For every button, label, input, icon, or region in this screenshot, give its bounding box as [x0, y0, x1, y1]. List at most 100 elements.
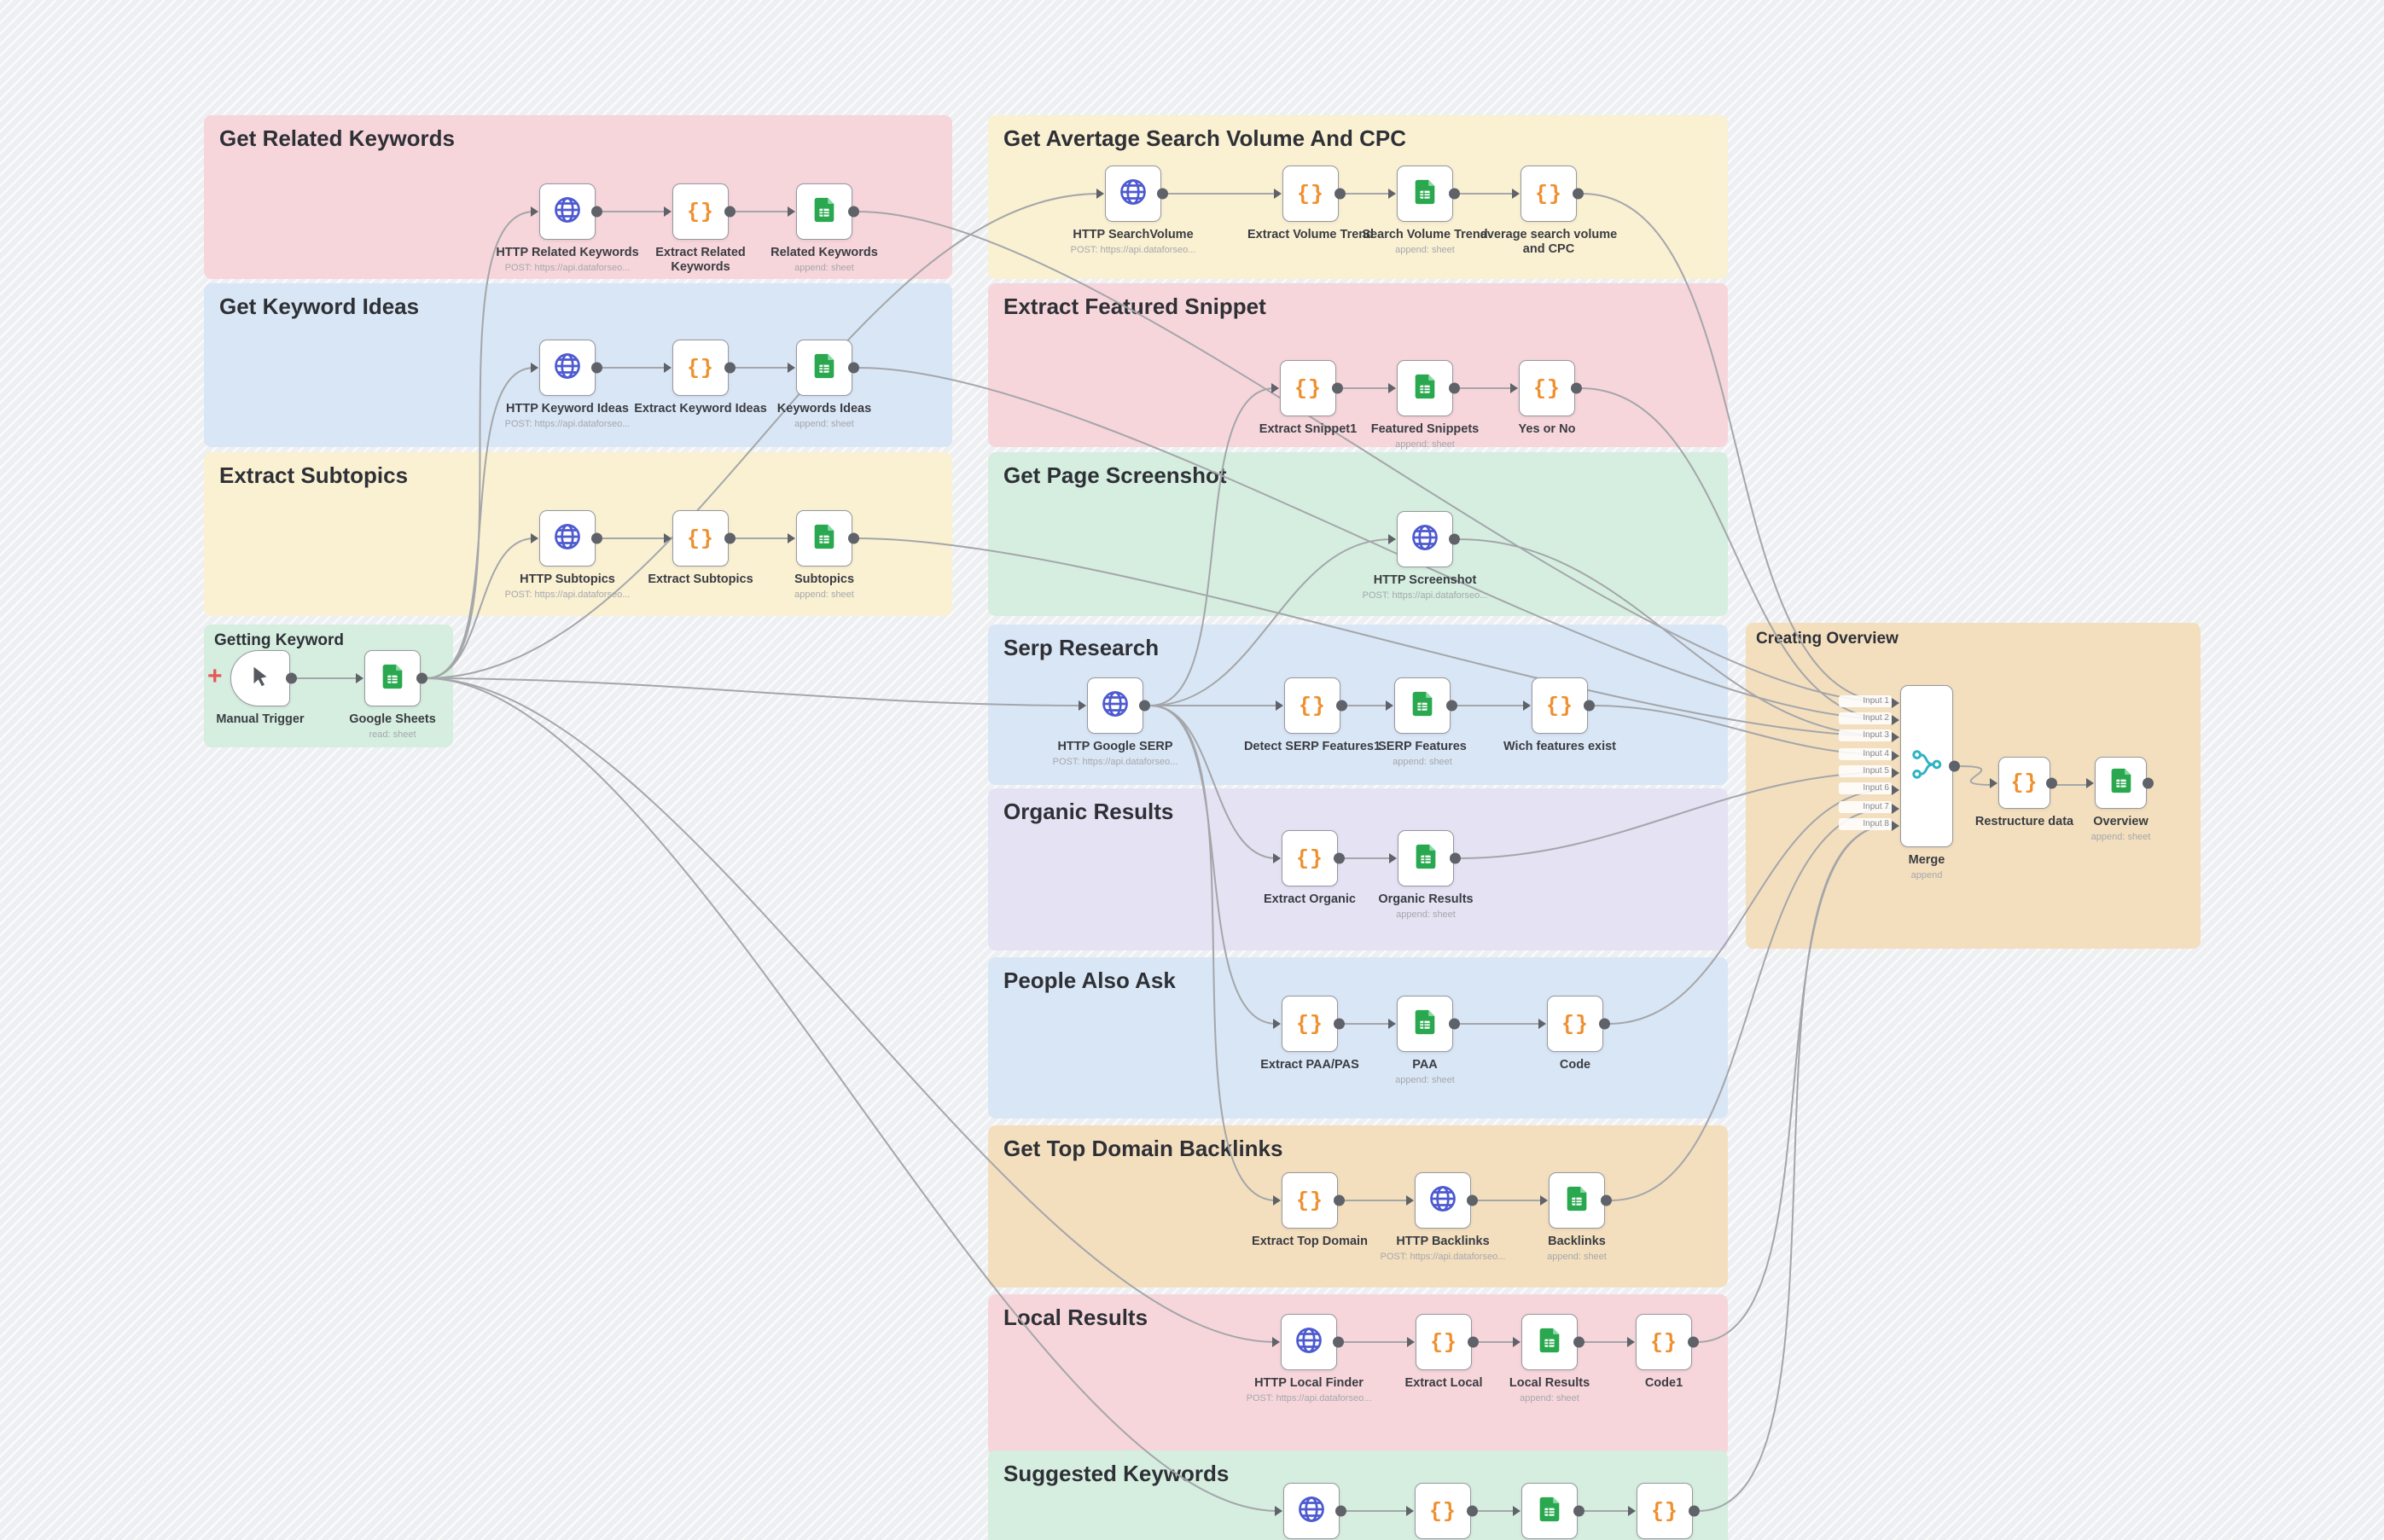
group-local-results[interactable]: Local Results: [988, 1294, 1728, 1456]
output-port[interactable]: [1467, 1505, 1478, 1517]
input-port[interactable]: [531, 533, 538, 543]
input-port[interactable]: [1523, 700, 1531, 711]
output-port[interactable]: [1689, 1505, 1700, 1517]
node-http-searchvolume[interactable]: [1096, 166, 1168, 222]
input-port[interactable]: [1388, 1019, 1396, 1029]
output-port[interactable]: [1334, 852, 1345, 864]
input-port[interactable]: [664, 363, 672, 373]
group-get-page-screenshot[interactable]: Get Page Screenshot: [988, 452, 1728, 616]
merge-input-port[interactable]: [1892, 821, 1899, 831]
output-port[interactable]: [1468, 1336, 1479, 1348]
input-port[interactable]: [1388, 534, 1396, 544]
node-average-competition[interactable]: {}: [1628, 1483, 1700, 1539]
output-port[interactable]: [1335, 1505, 1346, 1517]
output-port[interactable]: [286, 672, 297, 684]
node-google-sheets[interactable]: [356, 650, 427, 706]
input-port[interactable]: [531, 206, 538, 217]
output-port[interactable]: [724, 532, 736, 544]
node-extract-local[interactable]: {}: [1407, 1314, 1479, 1370]
node-backlinks[interactable]: [1540, 1172, 1612, 1229]
input-port[interactable]: [788, 206, 795, 217]
output-port[interactable]: [724, 362, 736, 374]
input-port[interactable]: [1079, 700, 1086, 711]
node-extract-related-keywords[interactable]: {}: [664, 183, 736, 240]
output-port[interactable]: [1450, 852, 1461, 864]
input-port[interactable]: [1273, 853, 1281, 863]
node-extract-organic[interactable]: {}: [1273, 830, 1345, 886]
group-suggested-keywords[interactable]: Suggested Keywords: [988, 1450, 1728, 1540]
node-serp-features[interactable]: [1386, 677, 1457, 734]
node-http-keyword-ideas[interactable]: [531, 340, 602, 396]
output-port[interactable]: [1334, 1018, 1345, 1030]
input-port[interactable]: [1271, 383, 1279, 393]
input-port[interactable]: [1275, 1506, 1282, 1516]
output-port[interactable]: [1334, 188, 1346, 200]
output-port[interactable]: [591, 206, 602, 218]
node-local-results-node[interactable]: [1513, 1314, 1584, 1370]
output-port[interactable]: [1599, 1018, 1610, 1030]
output-port[interactable]: [848, 362, 859, 374]
input-port[interactable]: [531, 363, 538, 373]
input-port[interactable]: [1510, 383, 1518, 393]
output-port[interactable]: [1449, 533, 1460, 545]
node-http-google-serp[interactable]: [1079, 677, 1150, 734]
output-port[interactable]: [416, 672, 427, 684]
node-extract-suggestions[interactable]: {}: [1406, 1483, 1478, 1539]
output-port[interactable]: [1449, 382, 1460, 394]
group-people-also-ask[interactable]: People Also Ask: [988, 957, 1728, 1119]
output-port[interactable]: [1139, 700, 1150, 712]
output-port[interactable]: [1688, 1336, 1699, 1348]
node-manual-trigger[interactable]: [230, 650, 297, 706]
node-keywords-ideas[interactable]: [788, 340, 859, 396]
output-port[interactable]: [1333, 1336, 1344, 1348]
input-port[interactable]: [1389, 853, 1397, 863]
input-port[interactable]: [788, 533, 795, 543]
node-http-keyword[interactable]: [1275, 1483, 1346, 1539]
input-port[interactable]: [788, 363, 795, 373]
node-extract-keyword-ideas[interactable]: {}: [664, 340, 736, 396]
input-port[interactable]: [1096, 189, 1104, 199]
node-detect-serp-features1[interactable]: {}: [1276, 677, 1347, 734]
output-port[interactable]: [1584, 700, 1595, 712]
output-port[interactable]: [1334, 1194, 1345, 1206]
output-port[interactable]: [848, 532, 859, 544]
output-port[interactable]: [1467, 1194, 1478, 1206]
node-organic-results-node[interactable]: [1389, 830, 1461, 886]
input-port[interactable]: [1990, 777, 1997, 788]
node-related-keywords[interactable]: [788, 183, 859, 240]
merge-input-port[interactable]: [1892, 751, 1899, 761]
output-port[interactable]: [2046, 777, 2057, 788]
node-http-related-keywords[interactable]: [531, 183, 602, 240]
input-port[interactable]: [1407, 1337, 1415, 1347]
input-port[interactable]: [1388, 189, 1396, 199]
input-port[interactable]: [1272, 1337, 1280, 1347]
merge-input-port[interactable]: [1892, 804, 1899, 814]
node-http-backlinks[interactable]: [1406, 1172, 1478, 1229]
input-port[interactable]: [1274, 189, 1282, 199]
output-port[interactable]: [1573, 188, 1584, 200]
node-overview[interactable]: [2086, 757, 2154, 809]
input-port[interactable]: [1513, 1337, 1521, 1347]
merge-input-port[interactable]: [1892, 698, 1899, 708]
output-port[interactable]: [1449, 1018, 1460, 1030]
output-port[interactable]: [1336, 700, 1347, 712]
merge-input-port[interactable]: [1892, 732, 1899, 742]
output-port[interactable]: [1332, 382, 1343, 394]
output-port[interactable]: [591, 362, 602, 374]
node-http-subtopics[interactable]: [531, 510, 602, 567]
input-port[interactable]: [1388, 383, 1396, 393]
group-get-top-domain-backlinks[interactable]: Get Top Domain Backlinks: [988, 1125, 1728, 1287]
output-port[interactable]: [591, 532, 602, 544]
input-port[interactable]: [356, 673, 363, 683]
input-port[interactable]: [2086, 777, 2094, 788]
node-featured-snippets[interactable]: [1388, 360, 1460, 416]
input-port[interactable]: [1512, 189, 1520, 199]
add-trigger-plus-icon[interactable]: +: [207, 662, 223, 690]
merge-input-port[interactable]: [1892, 715, 1899, 725]
node-extract-paa-pas[interactable]: {}: [1273, 996, 1345, 1052]
group-extract-featured-snippet[interactable]: Extract Featured Snippet: [988, 283, 1728, 447]
node-merge[interactable]: [1892, 685, 1960, 847]
input-port[interactable]: [664, 533, 672, 543]
output-port[interactable]: [1949, 760, 1960, 772]
node-yes-or-no[interactable]: {}: [1510, 360, 1582, 416]
